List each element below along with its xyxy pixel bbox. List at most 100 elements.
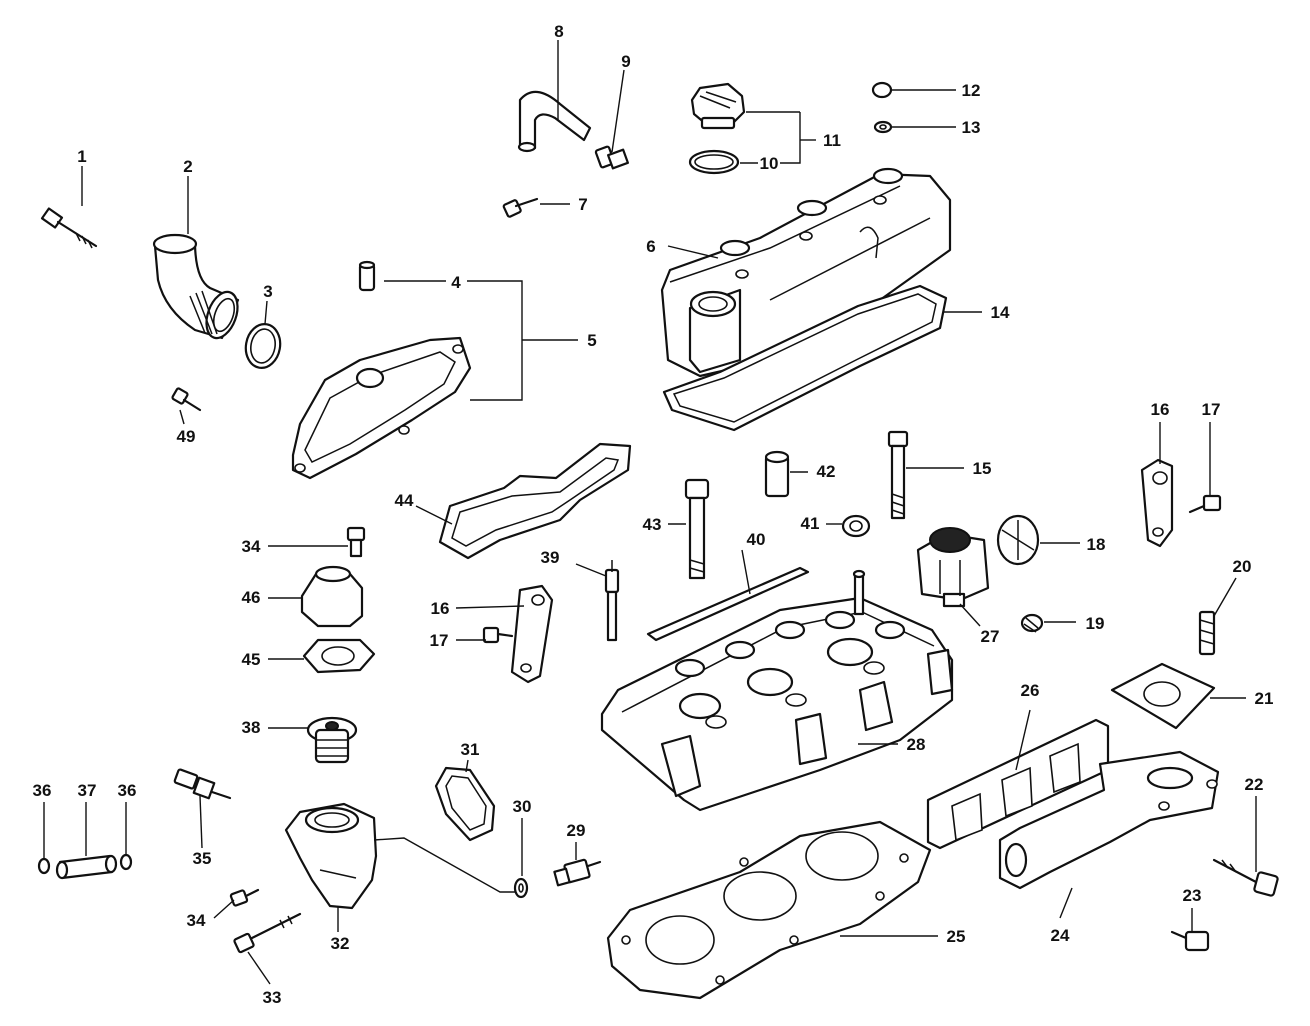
part-23-bolt (1170, 930, 1210, 952)
part-36-o-ring-left (37, 857, 51, 875)
part-11-oil-filler-cap (690, 82, 746, 130)
part-16-lifting-bracket-right (1140, 458, 1174, 548)
callout-numbers: 1 2 3 4 5 6 7 8 9 10 11 12 13 14 15 16 1… (33, 22, 1274, 1007)
callout-2: 2 (183, 157, 192, 176)
part-22-bolt (1212, 858, 1279, 897)
part-5-housing-cover (291, 336, 472, 480)
callout-14: 14 (991, 303, 1010, 322)
part-17-bolt (482, 626, 514, 644)
callout-33: 33 (263, 988, 282, 1007)
part-33-bolt (233, 912, 302, 954)
callout-7: 7 (578, 195, 587, 214)
part-27-solenoid (916, 527, 990, 608)
callout-21: 21 (1255, 689, 1274, 708)
part-6-valve-cover (660, 167, 952, 378)
part-13-washer (873, 120, 893, 134)
callout-16-right: 16 (1151, 400, 1170, 419)
callout-17-right: 17 (1202, 400, 1221, 419)
callout-9: 9 (621, 52, 630, 71)
callout-17-center: 17 (430, 631, 449, 650)
callout-32: 32 (331, 934, 350, 953)
callout-5: 5 (587, 331, 596, 350)
callout-36-right: 36 (118, 781, 137, 800)
part-9-fitting (594, 145, 630, 170)
part-18-cup-plug (996, 514, 1040, 566)
callout-42: 42 (817, 462, 836, 481)
callout-40: 40 (747, 530, 766, 549)
callout-37: 37 (78, 781, 97, 800)
part-21-gasket (1110, 662, 1216, 730)
callout-22: 22 (1245, 775, 1264, 794)
part-34-bolt-lower (229, 888, 260, 907)
callout-26: 26 (1021, 681, 1040, 700)
callout-36-left: 36 (33, 781, 52, 800)
callout-34-bottom: 34 (187, 911, 206, 930)
part-24-exhaust-manifold (998, 750, 1220, 890)
callout-19: 19 (1086, 614, 1105, 633)
callout-41: 41 (801, 514, 820, 533)
callout-23: 23 (1183, 886, 1202, 905)
callout-15: 15 (973, 459, 992, 478)
part-35-sensor (173, 768, 232, 800)
callout-45: 45 (242, 650, 261, 669)
part-29-switch (553, 858, 602, 887)
part-20-stud (1198, 610, 1216, 656)
callout-43: 43 (643, 515, 662, 534)
callout-10: 10 (760, 154, 779, 173)
callout-27: 27 (981, 627, 1000, 646)
part-19-plug (1020, 613, 1044, 633)
part-30-washer (513, 877, 529, 899)
part-36-o-ring-right (119, 853, 133, 871)
part-15-head-bolt (887, 430, 909, 520)
part-31-gasket (434, 766, 496, 842)
callout-30: 30 (513, 797, 532, 816)
part-41-seal (841, 514, 871, 538)
callout-28: 28 (907, 735, 926, 754)
callout-35: 35 (193, 849, 212, 868)
part-14-valve-cover-gasket (662, 284, 948, 432)
callout-11: 11 (823, 131, 841, 150)
callout-13: 13 (962, 118, 981, 137)
callout-6: 6 (646, 237, 655, 256)
callout-44: 44 (395, 491, 414, 510)
callout-20: 20 (1233, 557, 1252, 576)
part-12-cap-nut (871, 81, 893, 99)
callout-18: 18 (1087, 535, 1106, 554)
callout-4: 4 (451, 273, 461, 292)
part-8-breather-hose (517, 90, 592, 153)
part-45-gasket (302, 638, 376, 674)
part-43-head-bolt (684, 478, 710, 580)
callout-39: 39 (541, 548, 560, 567)
leader-lines (43, 40, 1257, 985)
callout-1: 1 (77, 147, 86, 166)
part-17-bolt-right (1188, 494, 1222, 514)
part-42-sleeve (764, 450, 790, 498)
part-16-lifting-bracket (510, 584, 554, 684)
callout-46: 46 (242, 588, 261, 607)
part-4-dowel-pin (358, 260, 376, 292)
part-37-pipe (55, 854, 118, 880)
callout-24: 24 (1051, 926, 1070, 945)
callout-29: 29 (567, 821, 586, 840)
part-44-manifold-gasket (438, 442, 632, 560)
part-28-cylinder-head (600, 569, 954, 812)
part-38-thermostat (306, 716, 358, 764)
callout-25: 25 (947, 927, 966, 946)
part-49-bolt (171, 387, 202, 412)
callout-12: 12 (962, 81, 981, 100)
callout-16-center: 16 (431, 599, 450, 618)
part-32-thermostat-housing (284, 802, 378, 910)
callout-34-top: 34 (242, 537, 261, 556)
part-1-bolt (40, 207, 98, 249)
part-39-glow-plug (604, 560, 620, 642)
callout-38: 38 (242, 718, 261, 737)
part-2-elbow (152, 233, 240, 340)
part-34-bolt (346, 526, 366, 558)
callout-49: 49 (177, 427, 196, 446)
callout-3: 3 (263, 282, 272, 301)
part-7-bolt (502, 197, 539, 218)
part-25-head-gasket (606, 820, 932, 1000)
callout-8: 8 (554, 22, 563, 41)
part-46-water-outlet (300, 565, 364, 628)
